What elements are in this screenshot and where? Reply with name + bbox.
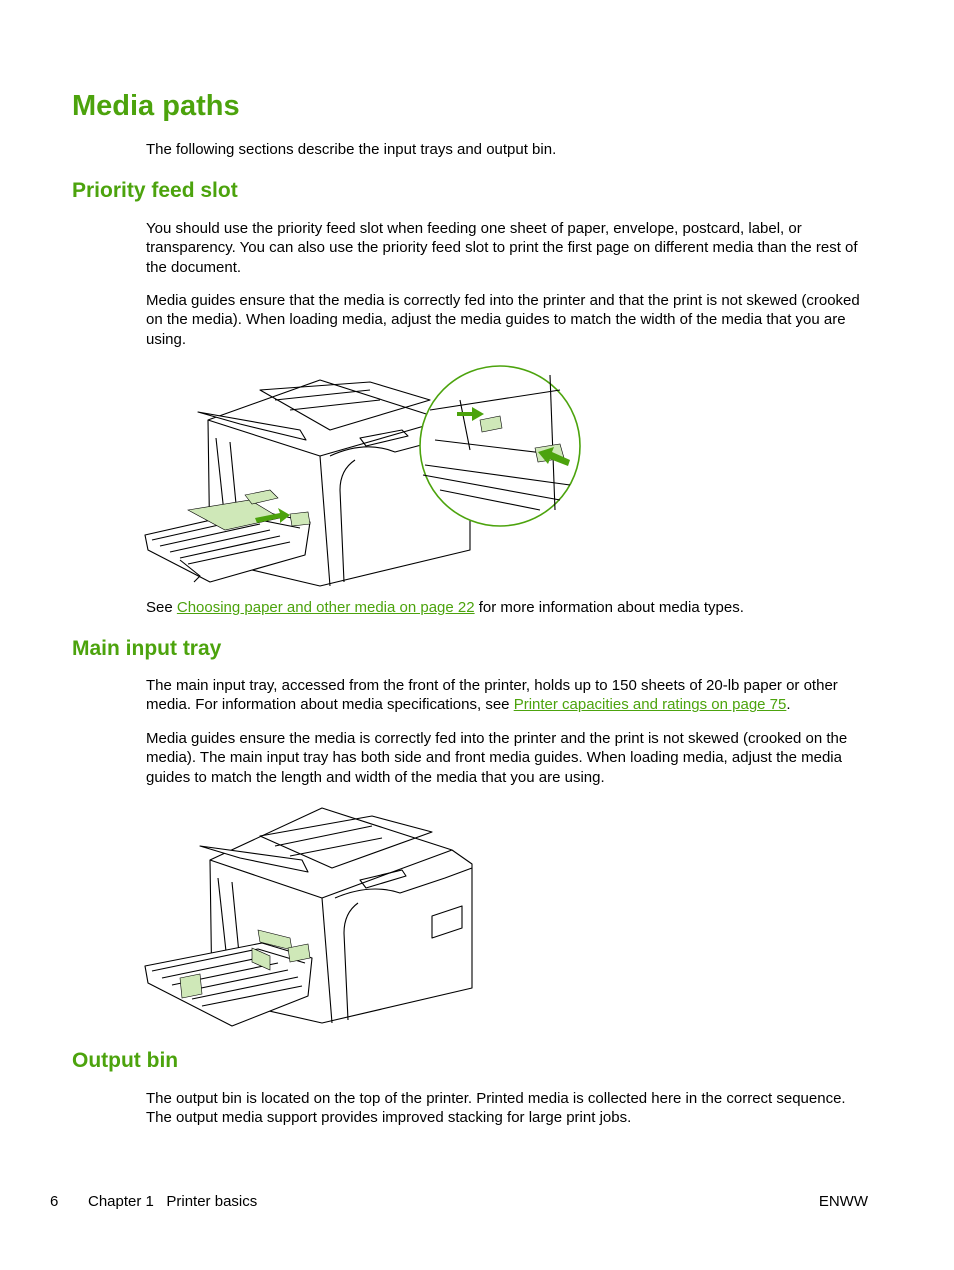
choosing-paper-link[interactable]: Choosing paper and other media on page 2… xyxy=(176,599,475,616)
intro-text: The following sections describe the inpu… xyxy=(146,141,557,158)
main-tray-paragraph-2: Media guides ensure the media is correct… xyxy=(146,730,848,786)
priority-paragraph-1: You should use the priority feed slot wh… xyxy=(146,220,858,276)
priority-feed-slot-illustration xyxy=(144,365,581,587)
printer-capacities-link[interactable]: Printer capacities and ratings on page 7… xyxy=(513,696,787,714)
see-prefix: See xyxy=(146,599,177,616)
page-title: Media paths xyxy=(72,90,240,122)
output-bin-paragraph: The output bin is located on the top of … xyxy=(146,1090,846,1127)
main-tray-text: The main input tray, accessed from the f… xyxy=(146,677,838,714)
main-tray-text-end: . xyxy=(786,696,791,714)
main-input-tray-illustration xyxy=(144,807,473,1027)
priority-paragraph-2: Media guides ensure that the media is co… xyxy=(146,292,860,348)
see-more-paragraph: See Choosing paper and other media on pa… xyxy=(146,598,872,617)
main-tray-paragraph-1: The main input tray, accessed from the f… xyxy=(146,676,872,715)
output-bin-heading: Output bin xyxy=(72,1049,179,1072)
page-number: 6 xyxy=(50,1193,59,1210)
see-suffix: for more information about media types. xyxy=(474,599,744,616)
main-input-tray-heading: Main input tray xyxy=(72,637,222,660)
chapter-label: Chapter 1 Printer basics xyxy=(88,1193,258,1210)
footer-enww: ENWW xyxy=(818,1193,868,1210)
priority-feed-slot-heading: Priority feed slot xyxy=(72,179,238,202)
